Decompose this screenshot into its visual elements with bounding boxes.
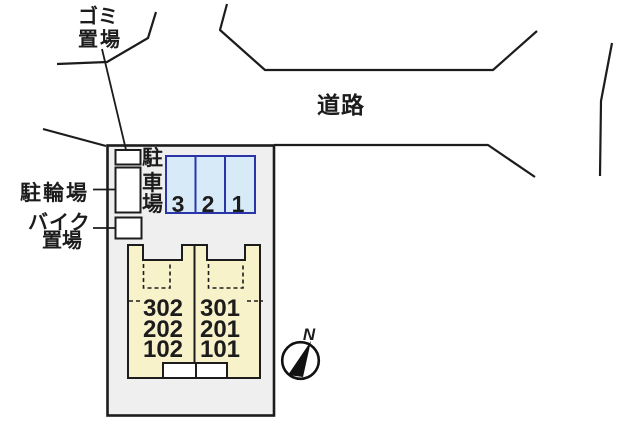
road-edge-top-right-lower — [274, 143, 536, 178]
road-edge-top-right-upper — [218, 3, 538, 72]
room-102: 102 — [143, 336, 183, 363]
road-edge-left-lower — [42, 127, 107, 148]
road-edge-far-right — [598, 42, 614, 177]
parking-stall-3-number: 3 — [172, 191, 185, 217]
garbage-label-line2: 置場 — [78, 28, 122, 51]
parking-stall-2-number: 2 — [202, 191, 215, 217]
bicycle-parking-label: 駐輪場 — [20, 181, 89, 205]
parking-lot-label-char2: 車 — [142, 172, 163, 195]
compass-needle-icon — [288, 341, 311, 377]
garbage-area-box — [114, 149, 142, 166]
room-201: 201 — [200, 316, 240, 343]
parking-lot-label-char1: 駐 — [142, 146, 163, 170]
road-edge-top-left — [56, 11, 158, 66]
room-302: 302 — [143, 295, 183, 322]
balcony-dashed-left — [142, 264, 171, 289]
parking-stall-1-number: 1 — [232, 191, 245, 217]
bicycle-parking-box — [114, 166, 142, 214]
balcony-dashed-right — [207, 264, 244, 289]
bike-storage-label-line1: バイク — [28, 211, 91, 234]
bike-storage-box — [114, 216, 143, 240]
garbage-leader-line — [101, 48, 128, 155]
parking-stall-1 — [224, 155, 256, 214]
garbage-label-line1: ゴミ — [78, 4, 118, 28]
room-301: 301 — [200, 295, 240, 322]
bike-storage-label-line2: 置場 — [42, 229, 82, 252]
room-202: 202 — [143, 316, 183, 343]
parking-stall-2 — [194, 155, 226, 214]
road-label: 道路 — [317, 92, 365, 118]
entrance-right — [195, 362, 228, 379]
entrance-left — [162, 362, 197, 379]
parking-lot-label-char3: 場 — [142, 193, 163, 216]
north-label: N — [303, 325, 316, 344]
parking-stall-3 — [165, 155, 197, 214]
room-101: 101 — [200, 336, 240, 363]
